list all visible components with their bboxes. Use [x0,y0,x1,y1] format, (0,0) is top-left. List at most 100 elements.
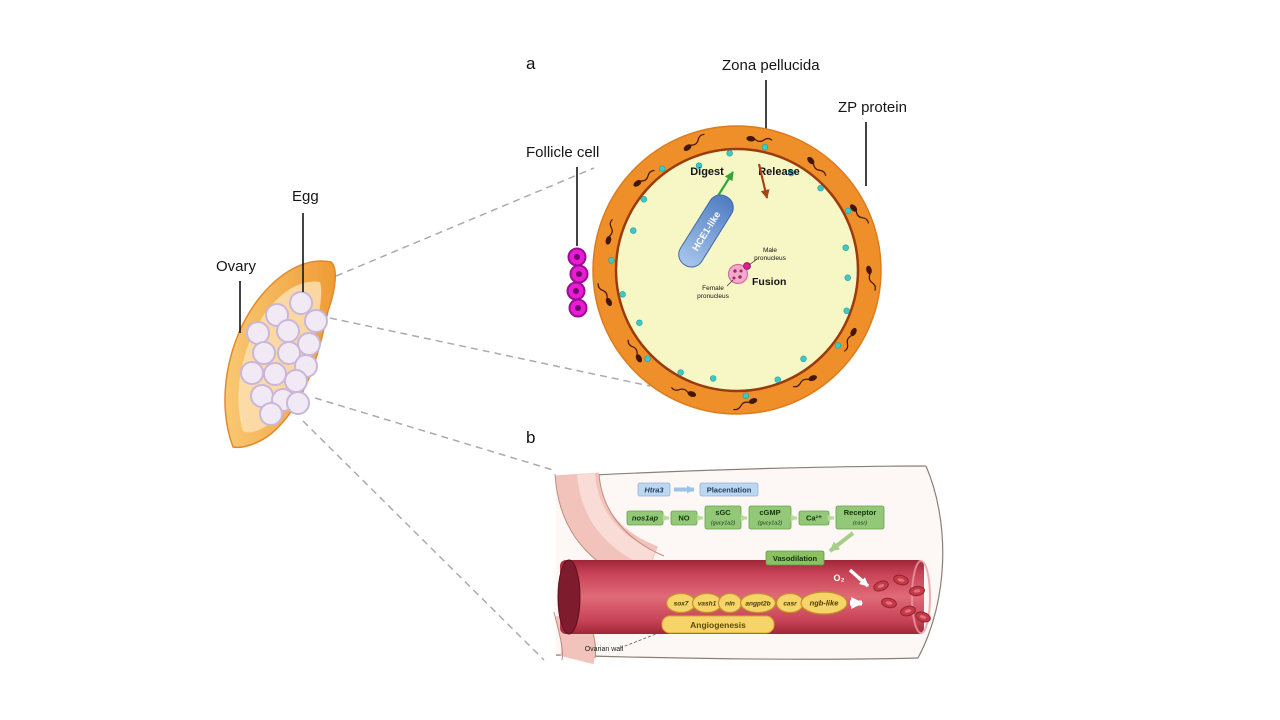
chromatin-dot [738,275,742,279]
ovary-illustration [224,260,336,449]
pathway-label-nos1ap: nos1ap [632,514,659,523]
pathway-label-receptor: Receptor [844,508,877,517]
follicle-cells [566,247,589,318]
sperm-icon [849,204,869,224]
sperm-icon [597,283,613,307]
pathway-label-ca: Ca²⁺ [806,514,822,523]
oxygen-label: O₂ [834,573,845,583]
sperm-icon [633,169,655,187]
oxygen-arrow-icon [848,568,870,588]
egg-icon [276,319,300,343]
egg-icon [289,291,313,315]
pathway-sublabel-receptor: (casr) [853,521,867,527]
release-arrow-icon [757,163,770,199]
gene-label-angpt2b: angpt2b [745,601,770,608]
zp-protein-dot-icon [677,369,684,376]
ngb-oval [800,591,848,615]
egg-label: Egg [292,188,319,205]
hce1-enzyme-shape [678,194,734,268]
follicle-cell-nucleus [574,254,580,260]
no-signaling-pathway: nos1ap NO sGC (gucy1a2) cGMP (gucy1a2) C… [626,505,885,530]
zp-protein-dot-icon [817,184,824,192]
gene-label-vash1: vash1 [698,601,717,608]
sperm-icon [627,339,643,363]
sperm-icon [746,135,773,142]
follicle-cell-nucleus [573,288,579,294]
ovarian-wall-pointer [619,633,657,649]
zp-protein-dot-icon [843,307,850,314]
panel-a-letter: a [526,54,536,73]
zp-protein-dot-icon [709,375,717,382]
gene-label-nln: nln [725,601,735,608]
zp-protein-dot-icon [800,355,807,363]
red-blood-cell-icon [881,597,897,609]
zp-protein-dot-icon [834,342,842,349]
zp-protein-dot-icon [640,196,648,203]
female-pronucleus-label2: pronucleus [697,293,730,300]
male-pronucleus-label2: pronucleus [754,255,787,262]
vasodilation-label: Vasodilation [773,554,818,563]
release-label: Release [758,166,800,178]
chromatin-dot [739,269,743,273]
vessel-top-edge [555,465,927,478]
receptor-vasodilation-arrow-icon [828,531,855,553]
zp-protein-dots [608,143,852,399]
pathway-sublabel-sgc: (gucy1a2) [711,521,736,527]
red-blood-cell-icon [915,611,931,623]
gene-label-sox7: sox7 [674,601,689,608]
ngb-label: ngb-like [810,599,839,608]
egg-icon [304,309,328,333]
zp-protein-dot-icon [787,169,795,177]
red-blood-cell-icon [893,574,909,586]
female-pronucleus-pointer [726,279,734,287]
follicle-cell-nucleus [575,305,581,311]
connector-dashed-line [302,420,545,661]
vessel-left-cap [557,559,581,635]
egg-icon [259,402,283,426]
vessel-right-opening [911,560,931,634]
digest-label: Digest [690,166,724,178]
pathway-label-cgmp: cGMP [759,508,780,517]
red-blood-cells [873,574,931,623]
sperm-layer [597,133,877,411]
ovarian-wall-band-highlight [577,473,656,568]
egg-icon [297,332,321,356]
connector-lines [302,167,651,661]
panel-b-letter: b [526,428,536,447]
zp-protein-dot-icon [630,227,637,234]
egg-icon [252,341,276,365]
egg-icon [240,361,264,385]
angiogenesis-label: Angiogenesis [690,620,746,630]
sperm-icon [807,156,827,177]
zp-protein-dot-icon [608,257,615,264]
male-pronucleus-dot [743,262,751,270]
sperm-icon [843,327,857,352]
egg-icon [286,391,310,415]
pathway-sublabel-cgmp: (gucy1a2) [758,521,783,527]
zp-protein-dot-icon [619,291,626,298]
egg-icon [246,321,270,345]
egg-cluster [240,291,328,426]
zp-protein-label: ZP protein [838,99,907,116]
zp-protein-dot-icon [636,319,643,326]
chromatin-dot [732,276,736,280]
red-blood-cell-icon [900,605,916,617]
red-blood-cell-icon [909,585,925,597]
fusion-label: Fusion [752,276,786,288]
blood-vessel [560,560,924,634]
zp-protein-dot-icon [842,244,849,251]
placentation-box [699,482,759,497]
follicle-cell-nucleus [576,271,582,277]
zp-protein-dot-icon [761,143,769,151]
gene-oval-angpt2b [739,592,777,614]
connector-dashed-line [329,317,651,387]
sperm-icon [866,265,877,291]
vessel-bottom-edge [555,654,919,660]
vasodilation-box [765,550,825,566]
ovary-label: Ovary [216,258,257,275]
pathway-label-no: NO [678,514,689,523]
sperm-icon [671,387,697,397]
htra3-box [637,482,671,497]
egg-icon [284,369,308,393]
